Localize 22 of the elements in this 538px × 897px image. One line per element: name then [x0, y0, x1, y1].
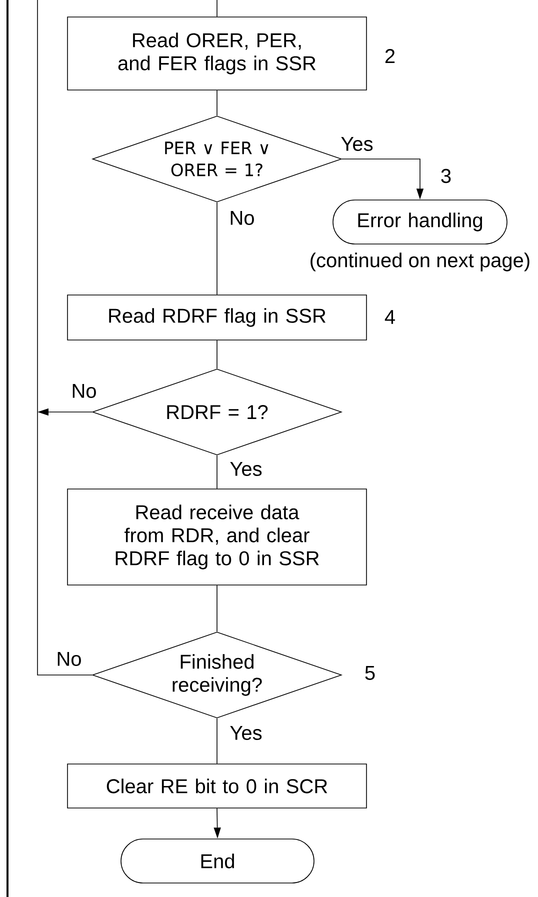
process-box: Read receive data from RDR, and clear RDRF flag to 0 in SSR: [67, 488, 367, 586]
process-box: Read ORER, PER, and FER flags in SSR: [67, 16, 367, 90]
connector-line: [37, 0, 92, 676]
process-box: Read RDRF flag in SSR: [67, 294, 367, 340]
connector-line: [216, 455, 218, 489]
note-text: (continued on next page): [310, 252, 530, 272]
connector-line: [216, 340, 218, 369]
step-number: 5: [365, 666, 375, 680]
connector-line: [216, 585, 218, 632]
edge-label: Yes: [228, 725, 264, 741]
connector-line: [216, 0, 218, 17]
edge-label: Yes: [228, 461, 264, 477]
terminal-box: End: [120, 838, 314, 884]
step-number: 4: [384, 310, 395, 324]
terminal-box: Error handling: [332, 200, 508, 244]
edge-label: No: [228, 210, 256, 226]
connector-line: [216, 202, 218, 295]
step-number: 2: [385, 49, 395, 63]
connector-line: [216, 90, 218, 116]
connector-line: [216, 718, 218, 764]
edge-label: No: [55, 651, 83, 667]
process-box: Clear RE bit to 0 in SCR: [67, 764, 367, 808]
